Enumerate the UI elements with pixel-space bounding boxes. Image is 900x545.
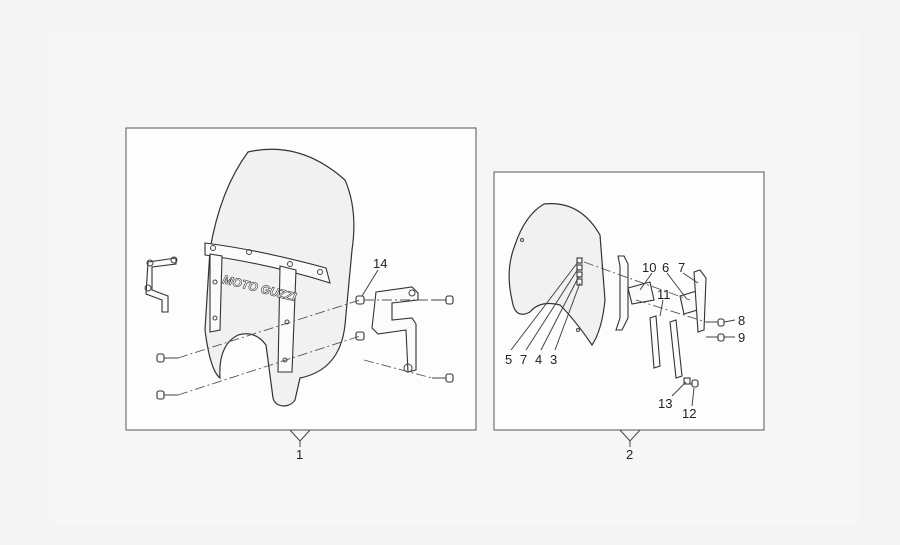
right-mount-bracket	[355, 286, 419, 373]
callout-leader-14	[361, 269, 379, 297]
bracket-7	[693, 269, 707, 333]
callout-5: 5	[505, 352, 512, 367]
screw-12	[686, 379, 699, 388]
spacer-14-lower	[355, 331, 365, 341]
spacer-14-upper	[355, 295, 365, 305]
callout-11: 11	[657, 287, 671, 302]
right-mount-strip	[277, 265, 297, 373]
kit-1-label: 1	[296, 447, 303, 462]
callout-7b: 7	[678, 260, 685, 275]
callout-6: 6	[662, 260, 669, 275]
left-mount-strip	[209, 253, 223, 333]
screw-8	[706, 318, 725, 327]
callout-13: 13	[658, 396, 672, 411]
callout-4: 4	[535, 352, 542, 367]
callout-3: 3	[550, 352, 557, 367]
spacer-4	[576, 271, 583, 278]
rod-right	[669, 319, 683, 379]
assembly-lines-left	[177, 299, 433, 396]
bracket-arm-left	[615, 255, 629, 331]
bracket-10	[627, 281, 655, 305]
callout-9: 9	[738, 330, 745, 345]
screw	[156, 390, 178, 400]
kit-2-pointer	[619, 429, 641, 442]
callout-10: 10	[642, 260, 656, 275]
washer-5	[576, 257, 583, 264]
washer-7	[576, 264, 583, 271]
screw-9	[706, 333, 725, 342]
callout-12: 12	[682, 406, 696, 421]
screw	[432, 373, 454, 383]
screw	[432, 295, 454, 305]
screw	[156, 353, 178, 363]
callout-14: 14	[373, 256, 387, 271]
kit-1-pointer	[289, 429, 311, 442]
screws-left-panel	[156, 295, 454, 400]
callout-8: 8	[738, 313, 745, 328]
small-shield-brackets	[615, 255, 725, 388]
assembly-lines-right	[583, 261, 707, 323]
callout-7: 7	[520, 352, 527, 367]
left-side-bracket	[144, 256, 178, 313]
upper-mount-band	[204, 242, 331, 284]
kit-2-label: 2	[626, 447, 633, 462]
callout-leaders-right	[510, 261, 736, 407]
windshield-large: MOTO GUZZI	[204, 148, 355, 407]
rod-left	[649, 315, 661, 369]
